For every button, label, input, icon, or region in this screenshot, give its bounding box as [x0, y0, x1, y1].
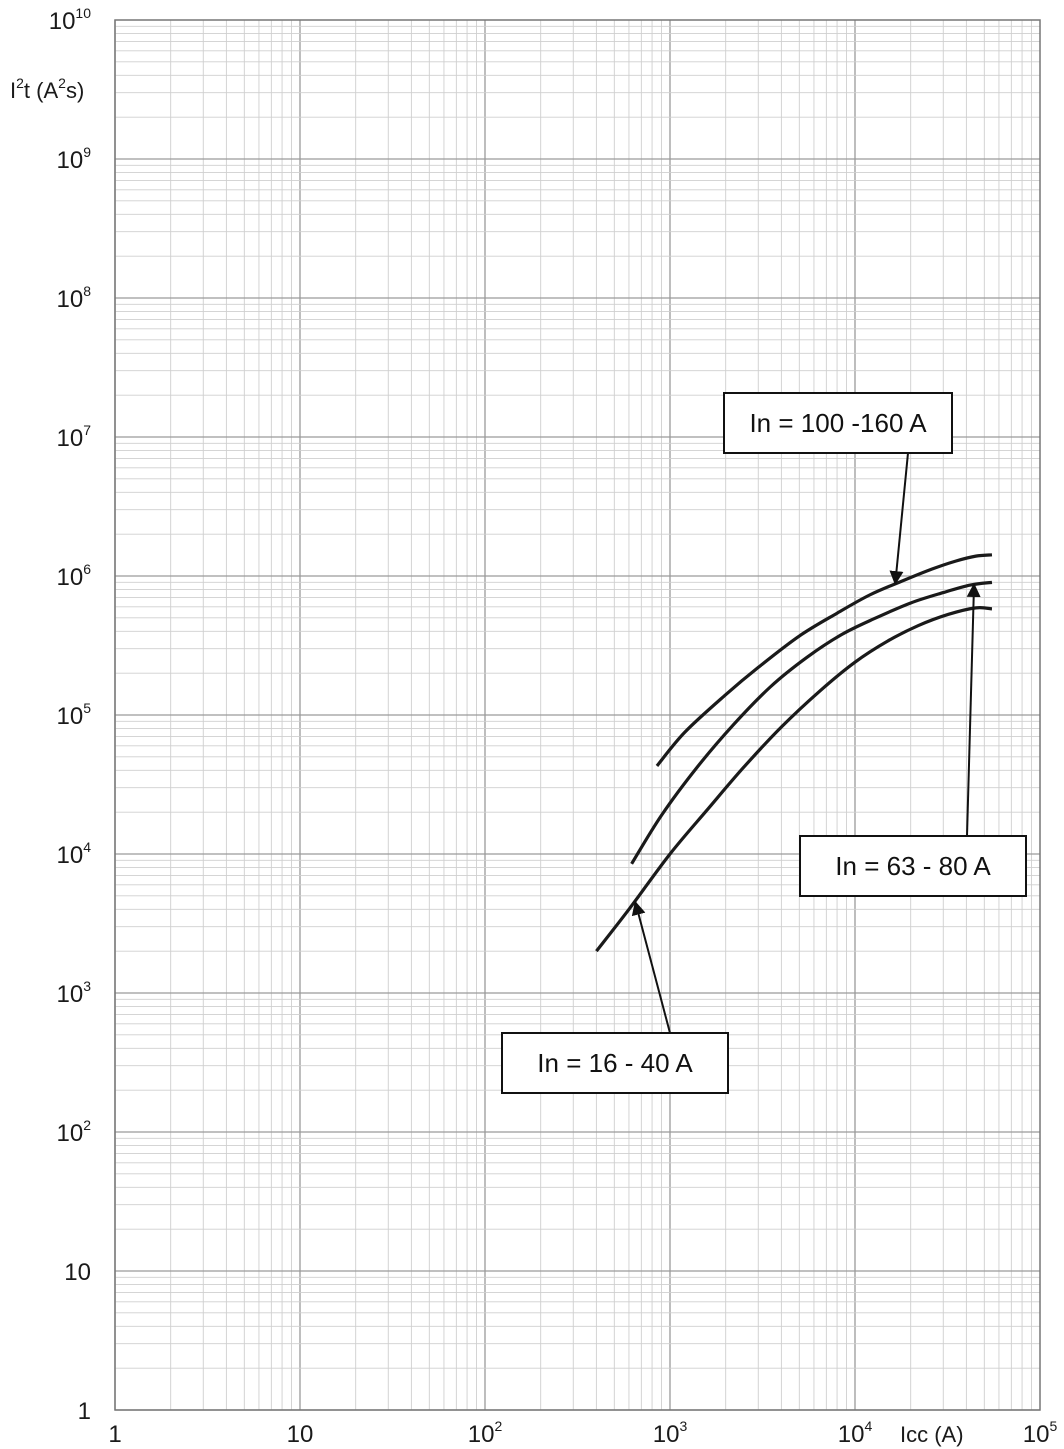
- x-tick-label: 105: [1023, 1418, 1058, 1448]
- callout-label: In = 63 - 80 A: [835, 851, 991, 881]
- series-group: [595, 553, 993, 953]
- callout-box: [799, 835, 1027, 897]
- y-tick-label: 108: [57, 283, 92, 313]
- callout-box: [723, 392, 953, 454]
- ylabel-mid: t (A: [24, 78, 59, 103]
- plot-frame: [114, 19, 1041, 1411]
- x-tick-label: 10: [287, 1421, 314, 1448]
- y-tick-label: 1: [78, 1398, 91, 1425]
- y-tick-label: 104: [57, 839, 92, 869]
- callout-box: [501, 1032, 729, 1094]
- x-axis-label: Icc (A): [900, 1422, 964, 1447]
- y-tick-label: 10: [64, 1259, 91, 1286]
- callout-arrow: [889, 452, 909, 586]
- series-line-1: [630, 580, 993, 865]
- ylabel-sup2: 2: [58, 75, 66, 91]
- callout-label: In = 16 - 40 A: [537, 1048, 693, 1078]
- y-tick-label: 106: [57, 561, 92, 591]
- series-line-0: [655, 553, 993, 767]
- ylabel-post: s): [66, 78, 84, 103]
- x-tick-label: 1: [108, 1421, 121, 1448]
- y-tick-label: 1010: [49, 5, 91, 35]
- y-tick-label: 107: [57, 422, 92, 452]
- y-tick-label: 109: [57, 144, 92, 174]
- y-tick-label: 105: [57, 700, 92, 730]
- series-line-2: [595, 606, 993, 953]
- callout-arrow: [631, 900, 671, 1034]
- y-tick-label: 103: [57, 978, 92, 1008]
- ylabel-sup1: 2: [16, 75, 24, 91]
- x-tick-label: 103: [653, 1418, 688, 1448]
- callout-arrow: [966, 583, 981, 837]
- callout-group: In = 100 -160 A In = 63 - 80 A In = 16 - 4…: [501, 392, 1027, 1094]
- x-tick-label: 102: [468, 1418, 503, 1448]
- grid: [114, 19, 1041, 1411]
- y-tick-label: 102: [57, 1117, 92, 1147]
- tick-labels: 1 10 102 103 104 105 106 107 108 109 1010 1 10 102 103…: [49, 5, 1058, 1448]
- xlabel-base: Icc (A): [900, 1422, 964, 1447]
- callout-label: In = 100 -160 A: [749, 408, 927, 438]
- x-tick-label: 104: [838, 1418, 873, 1448]
- ylabel-pre: I: [10, 78, 16, 103]
- y-axis-label: I2t (A2s): [10, 75, 84, 103]
